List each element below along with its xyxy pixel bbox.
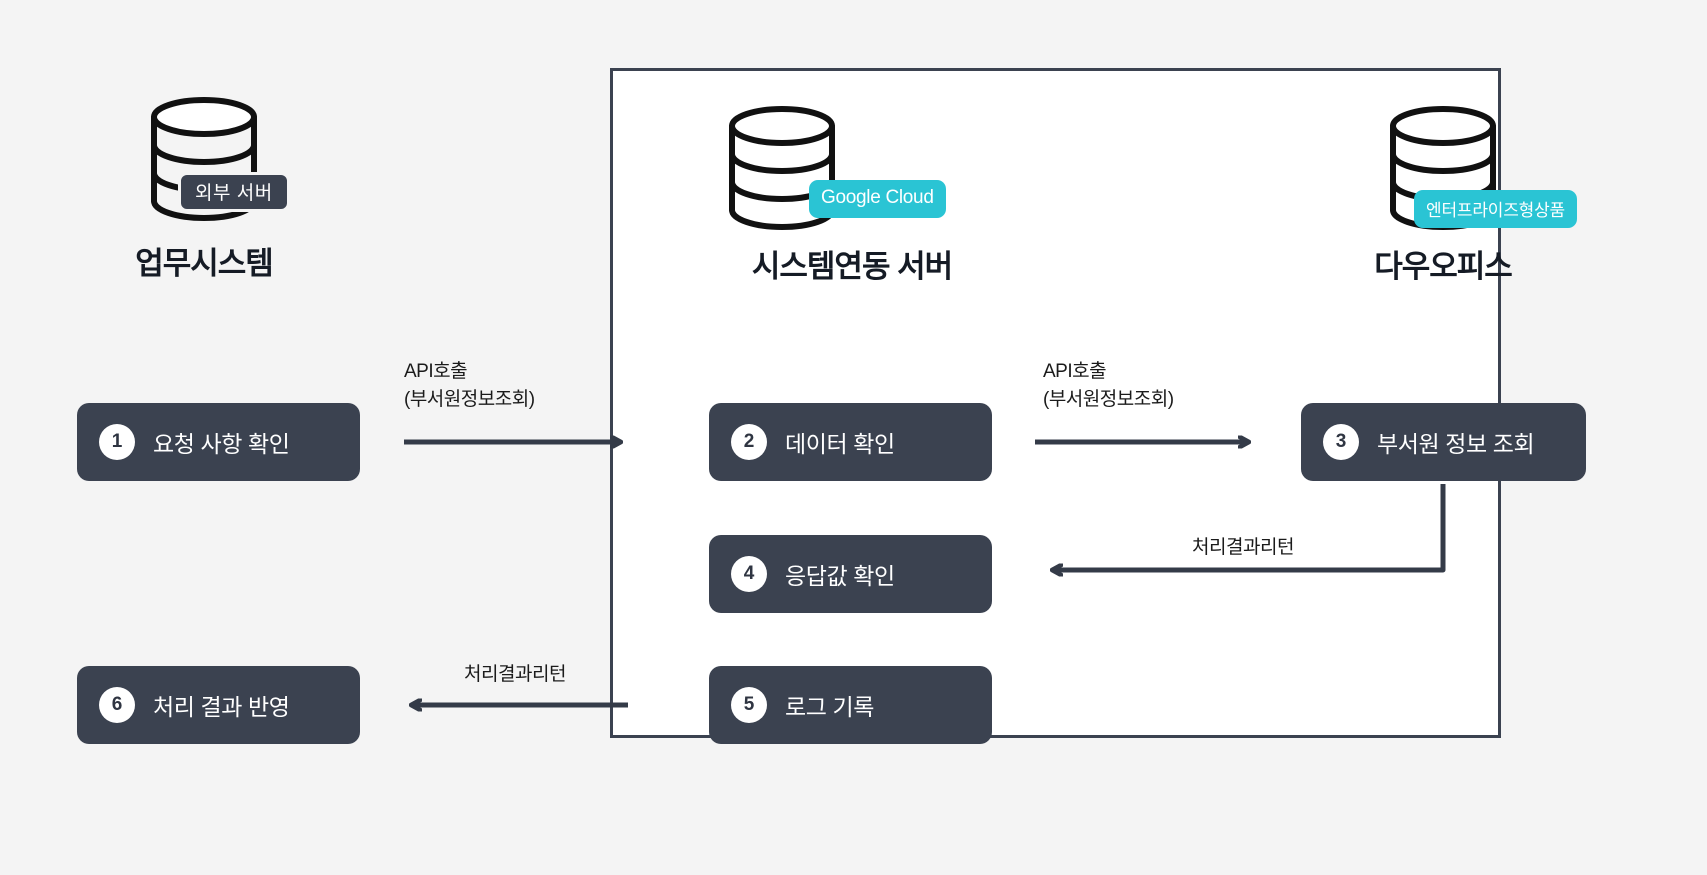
edge-label-result-return-2: 처리결과리턴 [464,664,566,685]
step-1-request-check[interactable]: 1 요청 사항 확인 [77,403,360,481]
step-5-label: 로그 기록 [785,694,875,720]
edge-label-api-call-1: API호출 (부서원정보조회) [404,358,535,413]
edge-label-api-call-2: API호출 (부서원정보조회) [1043,358,1174,413]
step-3-member-lookup[interactable]: 3 부서원 정보 조회 [1301,403,1586,481]
edge-label-api-call-1-line1: API호출 [404,361,468,382]
enterprise-product-badge: 엔터프라이즈형상품 [1414,190,1577,228]
node-title-daouoffice: 다우오피스 [1374,249,1513,284]
external-server-badge-label: 외부 서버 [195,182,273,204]
step-5-number: 5 [731,687,767,723]
edge-label-result-return-1: 처리결과리턴 [1192,537,1294,558]
step-6-result-apply[interactable]: 6 처리 결과 반영 [77,666,360,744]
enterprise-product-badge-label: 엔터프라이즈형상품 [1426,200,1565,220]
google-cloud-badge: Google Cloud [809,180,946,218]
step-2-number: 2 [731,424,767,460]
step-5-log-record[interactable]: 5 로그 기록 [709,666,992,744]
google-cloud-badge-label: Google Cloud [821,187,934,208]
edge-label-api-call-1-line2: (부서원정보조회) [404,388,535,410]
node-title-integration: 시스템연동 서버 [751,249,953,284]
step-2-data-check[interactable]: 2 데이터 확인 [709,403,992,481]
step-3-label: 부서원 정보 조회 [1377,431,1535,457]
node-title-external: 업무시스템 [135,246,274,281]
step-4-label: 응답값 확인 [785,563,895,589]
external-server-badge: 외부 서버 [178,172,290,212]
step-2-label: 데이터 확인 [785,431,895,457]
step-6-label: 처리 결과 반영 [153,694,290,720]
step-4-number: 4 [731,556,767,592]
step-6-number: 6 [99,687,135,723]
step-1-label: 요청 사항 확인 [153,431,290,457]
edge-label-api-call-2-line1: API호출 [1043,361,1107,382]
step-4-response-check[interactable]: 4 응답값 확인 [709,535,992,613]
edge-label-api-call-2-line2: (부서원정보조회) [1043,388,1174,410]
step-1-number: 1 [99,424,135,460]
step-3-number: 3 [1323,424,1359,460]
